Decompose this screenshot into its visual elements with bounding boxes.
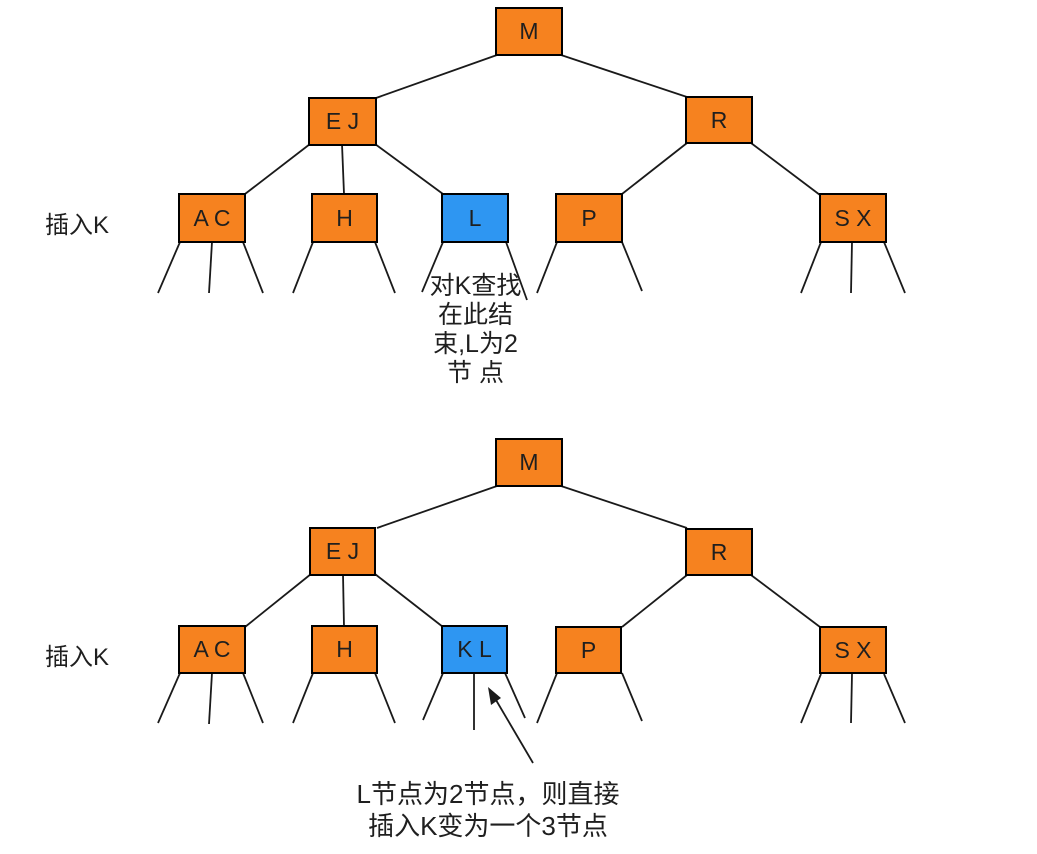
leaf-stub <box>422 672 444 721</box>
top-node-p: P <box>555 193 623 243</box>
tree-edge <box>341 143 345 195</box>
leaf-stub <box>883 673 906 724</box>
leaf-stub <box>621 241 643 292</box>
tree-edge <box>621 574 688 628</box>
note-line: 插入K变为一个3节点 <box>368 811 608 841</box>
bottom-node-kl-highlighted: K L <box>441 625 508 674</box>
leaf-stub <box>292 672 314 724</box>
bottom-insert-label: 插入K <box>45 644 110 671</box>
tree-edge <box>750 142 821 196</box>
insert-result-note: L节点为2节点，则直接 插入K变为一个3节点 <box>323 778 653 842</box>
bottom-node-m: M <box>495 438 563 487</box>
top-node-ac: A C <box>178 193 246 243</box>
bottom-node-r: R <box>685 528 753 576</box>
leaf-stub <box>242 241 264 294</box>
arrow-shaft <box>495 699 534 764</box>
leaf-stub <box>504 672 526 719</box>
leaf-stub <box>421 241 444 293</box>
top-node-r: R <box>685 96 753 144</box>
bottom-tree-edges <box>244 485 821 628</box>
leaf-stub <box>292 241 314 294</box>
tree-edge <box>342 573 345 628</box>
tree-edge <box>375 54 498 99</box>
bottom-node-h: H <box>311 625 378 674</box>
bottom-node-sx: S X <box>819 626 887 674</box>
leaf-stub <box>242 672 264 724</box>
arrowhead-icon <box>488 687 501 705</box>
search-end-note: 对K查找 在此结 束,L为2 节 点 <box>398 272 553 388</box>
note-line: 束,L为2 <box>433 330 518 358</box>
tree-edge <box>374 143 444 195</box>
note-line: 对K查找 <box>429 272 522 300</box>
leaf-stub <box>208 241 213 294</box>
leaf-stub <box>505 241 528 301</box>
top-node-m: M <box>495 7 563 56</box>
leaf-stub <box>850 241 853 294</box>
leaf-stub <box>883 241 906 294</box>
leaf-stub <box>374 672 396 724</box>
note-line: L节点为2节点，则直接 <box>356 779 620 809</box>
leaf-stub <box>374 241 396 294</box>
leaf-stub <box>157 672 181 724</box>
leaf-stub <box>157 241 181 294</box>
tree-edge <box>244 143 311 195</box>
tree-edge <box>560 54 688 98</box>
tree-edge <box>560 485 688 529</box>
tree-edge <box>750 574 821 628</box>
top-tree-leaf-stubs <box>157 241 906 301</box>
tree-edge <box>244 573 312 628</box>
bottom-node-ac: A C <box>178 625 246 674</box>
top-node-sx: S X <box>819 193 887 243</box>
tree-edge <box>376 485 498 529</box>
bottom-tree-leaf-stubs <box>157 672 906 730</box>
leaf-stub <box>208 672 213 725</box>
leaf-stub <box>850 673 853 724</box>
note-line: 在此结 <box>437 301 513 329</box>
bottom-node-ej: E J <box>309 527 376 576</box>
leaf-stub <box>536 672 558 724</box>
bottom-node-p: P <box>555 626 622 674</box>
top-tree-edges <box>244 54 821 196</box>
tree-edge <box>621 142 688 195</box>
leaf-stub <box>536 241 558 294</box>
leaf-stub <box>800 241 822 294</box>
leaf-stub <box>800 673 822 724</box>
top-node-h: H <box>311 193 378 243</box>
note-line: 节 点 <box>447 359 504 387</box>
leaf-stub <box>621 672 643 722</box>
annotation-arrow <box>488 687 534 764</box>
top-node-l-highlighted: L <box>441 193 509 243</box>
top-node-ej: E J <box>308 97 377 146</box>
top-insert-label: 插入K <box>45 212 110 239</box>
tree-edge <box>374 573 444 628</box>
